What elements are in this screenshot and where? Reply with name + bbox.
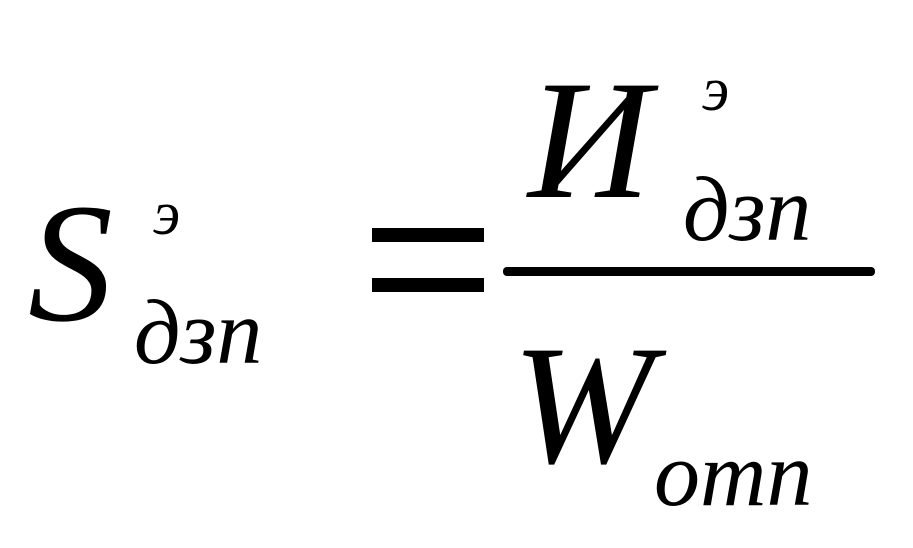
denominator-subscript: отп — [654, 423, 813, 525]
numerator-symbol: И — [528, 46, 651, 234]
lhs-subscript: дзп — [134, 281, 263, 383]
lhs-symbol: S — [28, 169, 113, 357]
fraction-line — [503, 267, 875, 276]
equals-text: = — [372, 222, 373, 223]
numerator-superscript: э — [702, 56, 730, 124]
equals-bar-top — [372, 228, 484, 242]
lhs-superscript: э — [153, 180, 181, 248]
equals-sign: = — [372, 222, 484, 300]
denominator-symbol: W — [512, 311, 654, 499]
equals-bar-bottom — [372, 278, 484, 292]
numerator-subscript: дзп — [683, 158, 812, 260]
